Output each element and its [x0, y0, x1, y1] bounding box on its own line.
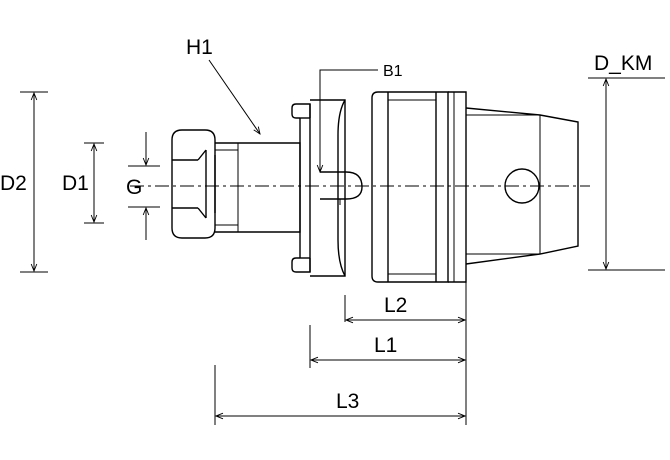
label-l2: L2	[384, 294, 407, 317]
label-l1: L1	[374, 334, 397, 357]
label-l3: L3	[336, 390, 359, 413]
shaft	[215, 142, 301, 233]
label-g: G	[126, 176, 142, 199]
taper-shank	[465, 107, 579, 265]
b1-leader	[320, 69, 378, 172]
label-d2: D2	[0, 172, 27, 195]
label-d-km: D_KM	[594, 52, 652, 75]
dimensions	[20, 59, 665, 425]
label-h1: H1	[186, 36, 213, 59]
clamping-nut	[171, 129, 216, 239]
h1-leader	[208, 59, 260, 134]
label-b1: B1	[383, 63, 403, 80]
label-d1: D1	[62, 172, 89, 195]
key-slot	[320, 171, 363, 200]
tool-holder-body	[171, 91, 579, 283]
collar	[371, 91, 388, 283]
